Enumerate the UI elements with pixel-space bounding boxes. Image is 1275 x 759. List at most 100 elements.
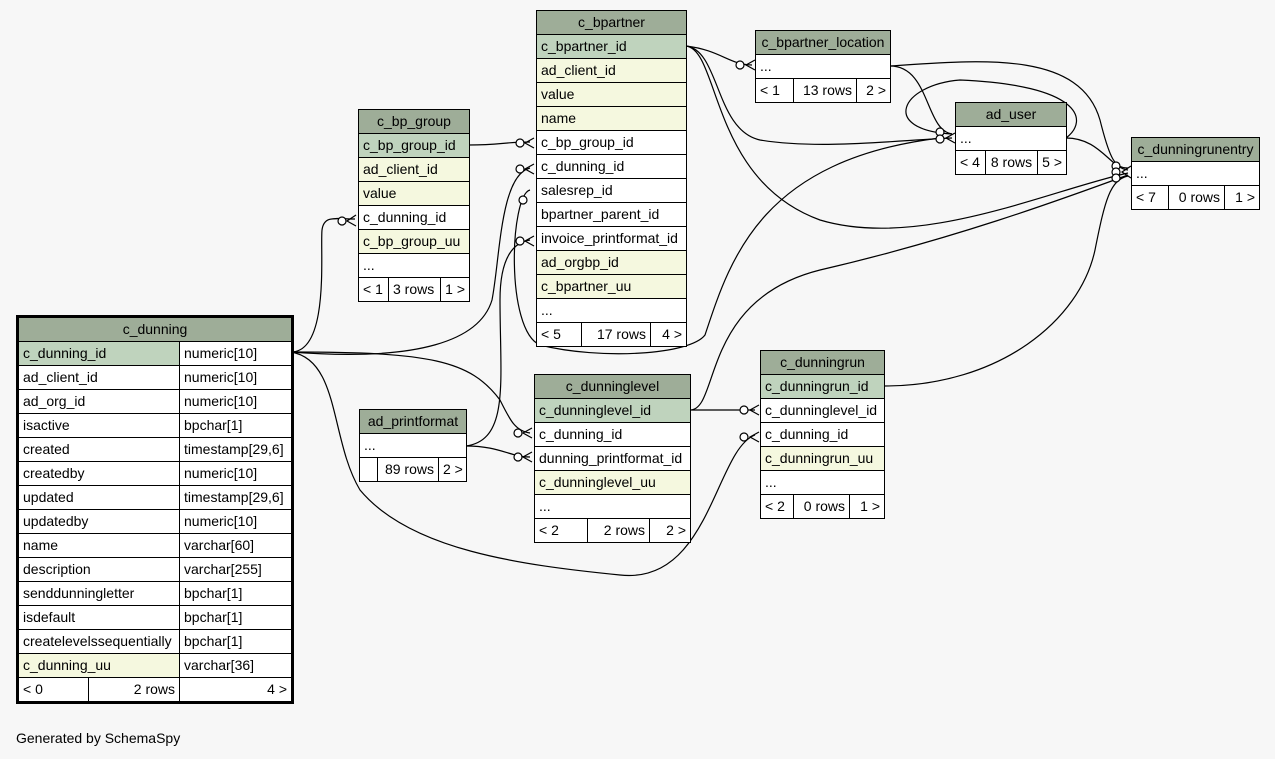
- column-type: bpchar[1]: [179, 582, 291, 605]
- table-header: c_bpartner: [537, 11, 686, 35]
- column-name: ad_org_id: [23, 393, 86, 409]
- table-c-bpartner-location[interactable]: c_bpartner_location ... < 1 13 rows 2 >: [755, 30, 891, 103]
- column-name: ...: [765, 474, 777, 490]
- parents-link[interactable]: < 2: [765, 498, 785, 514]
- children-link[interactable]: 1 >: [440, 278, 469, 301]
- edge-aduser-loop: [905, 79, 1078, 139]
- edge-location-aduser: [889, 65, 953, 135]
- column-row: ad_orgbp_id: [537, 251, 686, 275]
- column-name: dunning_printformat_id: [539, 450, 683, 466]
- parents-link[interactable]: [360, 458, 377, 481]
- column-name: createdby: [23, 465, 85, 481]
- table-c-dunningrunentry[interactable]: c_dunningrunentry ... < 7 0 rows 1 >: [1131, 137, 1260, 210]
- parents-link[interactable]: < 5: [541, 326, 561, 342]
- column-row: ad_client_id: [537, 59, 686, 83]
- edge-dunning-bpartner: [290, 167, 531, 355]
- column-row: c_dunninglevel_uu: [535, 471, 690, 495]
- table-header: c_dunning: [19, 318, 291, 342]
- table-c-dunningrun[interactable]: c_dunningrun c_dunningrun_id c_dunningle…: [760, 350, 885, 519]
- table-ad-printformat[interactable]: ad_printformat ... 89 rows 2 >: [359, 409, 467, 482]
- column-row: bpartner_parent_id: [537, 203, 686, 227]
- table-header: ad_printformat: [360, 410, 466, 434]
- children-link[interactable]: 2 >: [649, 519, 690, 542]
- column-name: value: [363, 185, 397, 201]
- column-type: numeric[10]: [179, 462, 291, 485]
- column-type: numeric[10]: [179, 342, 291, 365]
- column-name: ...: [364, 437, 376, 453]
- table-c-bp-group[interactable]: c_bp_group c_bp_group_id ad_client_id va…: [358, 109, 470, 302]
- parents-link[interactable]: < 2: [539, 522, 559, 538]
- edge-dunning-dunninglevel: [290, 351, 531, 434]
- table-footer: < 2 0 rows 1 >: [761, 495, 884, 518]
- column-type: varchar[255]: [179, 558, 291, 581]
- table-header: c_dunningrun: [761, 351, 884, 375]
- column-name: updatedby: [23, 513, 89, 529]
- row-count: 89 rows: [377, 458, 438, 481]
- column-name: c_bp_group_id: [541, 134, 634, 150]
- column-row: c_bp_group_id: [537, 131, 686, 155]
- column-name: description: [23, 561, 91, 577]
- children-link[interactable]: 4 >: [650, 323, 686, 346]
- children-link[interactable]: 2 >: [438, 458, 466, 481]
- parents-link[interactable]: < 0: [23, 681, 43, 697]
- column-row: ...: [1132, 162, 1259, 186]
- column-row: c_bpartner_uu: [537, 275, 686, 299]
- table-header: c_bp_group: [359, 110, 469, 134]
- column-row: c_dunninglevel_id: [535, 399, 690, 423]
- parents-link[interactable]: < 4: [960, 154, 980, 170]
- children-link[interactable]: 1 >: [849, 495, 884, 518]
- generated-by-credit: Generated by SchemaSpy: [16, 730, 181, 746]
- parents-link[interactable]: < 1: [363, 281, 383, 297]
- table-header: ad_user: [956, 103, 1066, 127]
- column-name: salesrep_id: [541, 182, 613, 198]
- column-row: ad_client_id: [359, 158, 469, 182]
- column-row: ...: [535, 495, 690, 519]
- column-name: c_dunninglevel_id: [539, 402, 652, 418]
- column-type: numeric[10]: [179, 390, 291, 413]
- column-type: numeric[10]: [179, 510, 291, 533]
- table-header: c_dunningrunentry: [1132, 138, 1259, 162]
- column-name: c_dunninglevel_uu: [539, 474, 656, 490]
- column-row: value: [537, 83, 686, 107]
- column-type: varchar[36]: [179, 654, 291, 677]
- column-row: c_dunning_id: [359, 206, 469, 230]
- parents-link[interactable]: < 7: [1136, 189, 1156, 205]
- table-title: c_dunning: [122, 321, 188, 337]
- column-name: ...: [541, 302, 553, 318]
- column-row: c_bpartner_id: [537, 35, 686, 59]
- column-name: ...: [960, 130, 972, 146]
- edge-bpartner-runentry: [685, 45, 1129, 229]
- row-count: 2 rows: [88, 678, 179, 701]
- children-link[interactable]: 5 >: [1037, 151, 1066, 174]
- column-row: name: [537, 107, 686, 131]
- column-name: ...: [760, 58, 772, 74]
- column-name: isactive: [23, 417, 70, 433]
- table-c-dunninglevel[interactable]: c_dunninglevel c_dunninglevel_id c_dunni…: [534, 374, 691, 543]
- column-row: c_dunningrun_id: [761, 375, 884, 399]
- children-link[interactable]: 2 >: [856, 79, 890, 102]
- edge-aduser-runentry: [1065, 137, 1129, 171]
- column-name: name: [541, 110, 577, 126]
- column-name: invoice_printformat_id: [541, 230, 678, 246]
- children-link[interactable]: 4 >: [179, 678, 291, 701]
- table-c-bpartner[interactable]: c_bpartner c_bpartner_id ad_client_id va…: [536, 10, 687, 347]
- column-name: c_bp_group_uu: [363, 233, 461, 249]
- table-footer: < 0 2 rows 4 >: [19, 678, 291, 701]
- children-link[interactable]: 1 >: [1224, 186, 1259, 209]
- table-ad-user[interactable]: ad_user ... < 4 8 rows 5 >: [955, 102, 1067, 175]
- column-row: value: [359, 182, 469, 206]
- parents-link[interactable]: < 1: [760, 82, 780, 98]
- column-name: isdefault: [23, 609, 76, 625]
- column-row: ...: [359, 254, 469, 278]
- table-header: c_dunninglevel: [535, 375, 690, 399]
- row-count: 13 rows: [793, 79, 856, 102]
- column-row: c_dunning_id: [535, 423, 690, 447]
- table-title: c_dunningrun: [780, 354, 865, 370]
